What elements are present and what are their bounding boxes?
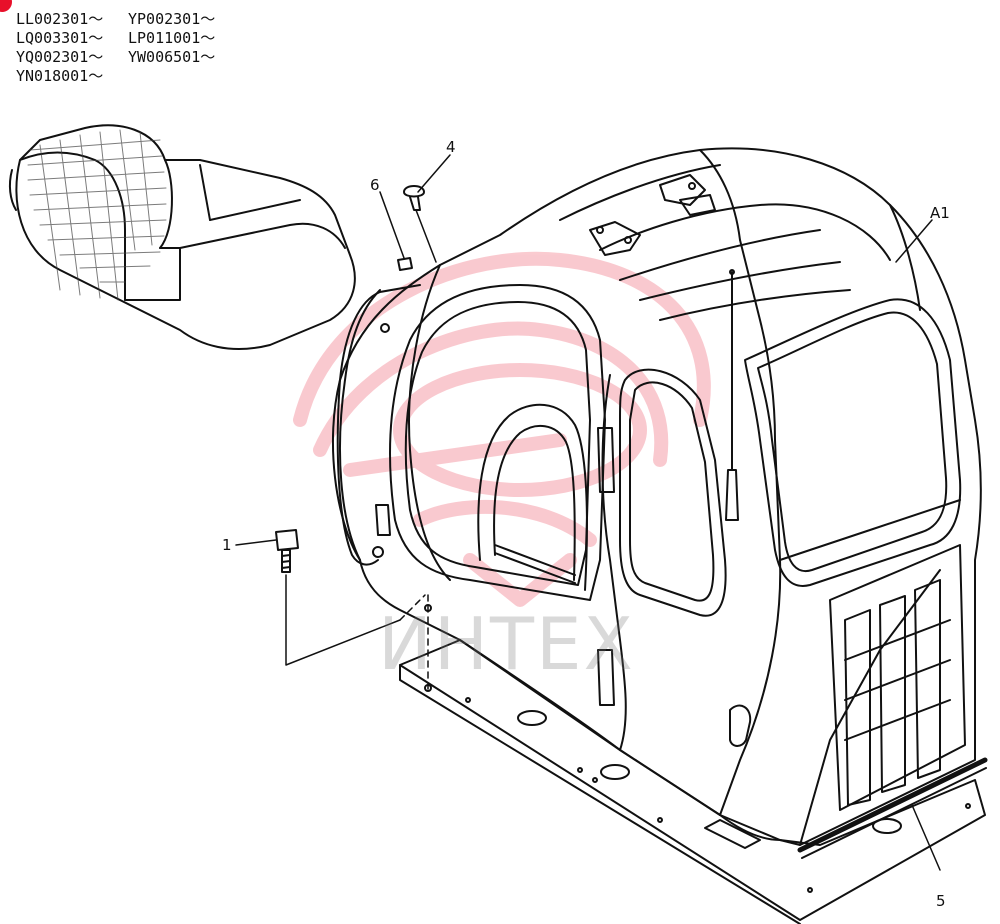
callout-seal-strip: 5 (936, 892, 946, 910)
serial-number: YQ002301～ (16, 48, 104, 66)
floor-plate (399, 639, 986, 924)
serial-number: YN018001～ (16, 67, 104, 85)
seat-back-shading (27, 129, 167, 301)
rear-panel (829, 544, 966, 811)
roof-details (559, 164, 851, 321)
serial-number-list: LL002301～ YP002301～ LQ003301～ LP011001～ … (16, 10, 238, 86)
grommet-part (379, 191, 413, 271)
handrail (336, 284, 421, 566)
bolt-part (235, 529, 432, 692)
watermark-text: ИНТЕХ (378, 602, 635, 686)
serial-number: LP011001～ (128, 29, 216, 47)
side-window (619, 368, 727, 617)
corner-marker (0, 0, 12, 12)
door-handles (375, 427, 752, 747)
serial-number: LL002301～ (16, 10, 104, 28)
seat (8, 124, 356, 351)
cab-body (332, 147, 982, 846)
callout-clip: 4 (446, 138, 456, 156)
serial-number: YP002301～ (128, 10, 216, 28)
callout-bolt: 1 (222, 536, 232, 554)
serial-number: LQ003301～ (16, 29, 104, 47)
leader-lines (895, 219, 941, 871)
front-windshield (744, 298, 962, 587)
serial-number: YW006501～ (128, 48, 216, 66)
door-window-frame (389, 284, 606, 601)
seal-strip (797, 757, 988, 859)
clip-part (403, 154, 451, 263)
callout-cab-assembly: A1 (930, 204, 950, 222)
antenna (725, 269, 739, 521)
callout-grommet: 6 (370, 176, 380, 194)
